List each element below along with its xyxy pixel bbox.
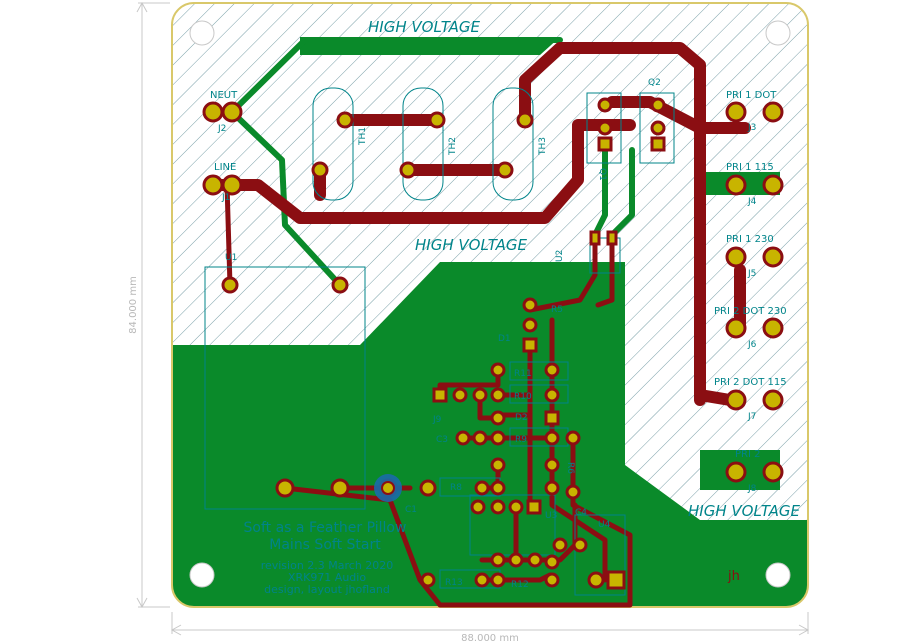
j3-ref: J3 (747, 123, 756, 133)
q1-ref: Q1 (597, 168, 607, 181)
j2-ref: J2 (217, 124, 226, 134)
c3-ref: C3 (436, 435, 448, 445)
width-dimension-label: 88.000 mm (461, 633, 519, 644)
title-line-3: revision 2.3 March 2020 (261, 559, 394, 572)
j7-ref: J7 (747, 412, 756, 422)
ground-pour (172, 262, 808, 607)
u4-ref: U4 (598, 520, 611, 530)
u1-ref: U1 (225, 253, 237, 263)
j9-ref: J9 (432, 415, 442, 425)
line-label: LINE (214, 162, 236, 173)
th1-ref: TH1 (358, 127, 368, 146)
height-dimension-label: 84.000 mm (128, 276, 139, 334)
r5-ref: R5 (551, 305, 563, 315)
pri1-115-label: PRI 1 115 (726, 162, 774, 173)
pri2dot115-label: PRI 2 DOT 115 (714, 377, 787, 388)
dimension-height: 84.000 mm (128, 1, 170, 609)
u3-ref: U3 (545, 511, 557, 521)
pads (202, 97, 784, 590)
hv-label-top: HIGH VOLTAGE (368, 18, 480, 36)
neut-label: NEUT (210, 90, 238, 101)
pri2-label: PRI 2 (735, 449, 760, 460)
r13-ref: R13 (445, 578, 463, 588)
pri2dot230-label: PRI 2 DOT 230 (714, 306, 787, 317)
j5-ref: J5 (747, 269, 756, 279)
hv-label-bottom: HIGH VOLTAGE (688, 502, 800, 520)
top-traces (209, 42, 751, 406)
d2-ref: D2 (515, 413, 528, 423)
r11-ref: R11 (514, 369, 532, 379)
bottom-traces (229, 37, 635, 288)
th2-ref: TH2 (448, 137, 458, 156)
title-line-4: XRK971 Audio (288, 571, 366, 584)
pri1-230-label: PRI 1 230 (726, 234, 774, 245)
u2-ref: U2 (555, 250, 565, 262)
c4-ref: C4 (575, 508, 587, 518)
title-line-5: design, layout jhofland (264, 583, 390, 596)
th3-ref: TH3 (538, 137, 548, 156)
j8-ref: J8 (747, 484, 757, 494)
pri1dot-label: PRI 1 DOT (726, 90, 777, 101)
hv-label-middle: HIGH VOLTAGE (415, 236, 527, 254)
r12-ref: R12 (511, 580, 529, 590)
c1-ref: C1 (405, 505, 417, 515)
r8-ref: R8 (450, 483, 462, 493)
d1-ref: D1 (498, 334, 511, 344)
r6-ref: R6 (565, 462, 575, 474)
j4-ref: J4 (747, 197, 757, 207)
r10-ref: R10 (514, 392, 532, 402)
q2-ref: Q2 (648, 78, 661, 88)
title-line-2: Mains Soft Start (269, 537, 381, 553)
r9-ref: R9 (515, 435, 527, 445)
j6-ref: J6 (747, 340, 757, 350)
designer-initials: jh (727, 569, 740, 584)
mounting-holes (189, 20, 791, 588)
j1-ref: J1 (221, 193, 230, 203)
dimension-width: 88.000 mm (170, 612, 810, 644)
title-line-1: Soft as a Feather Pillow (244, 520, 407, 536)
